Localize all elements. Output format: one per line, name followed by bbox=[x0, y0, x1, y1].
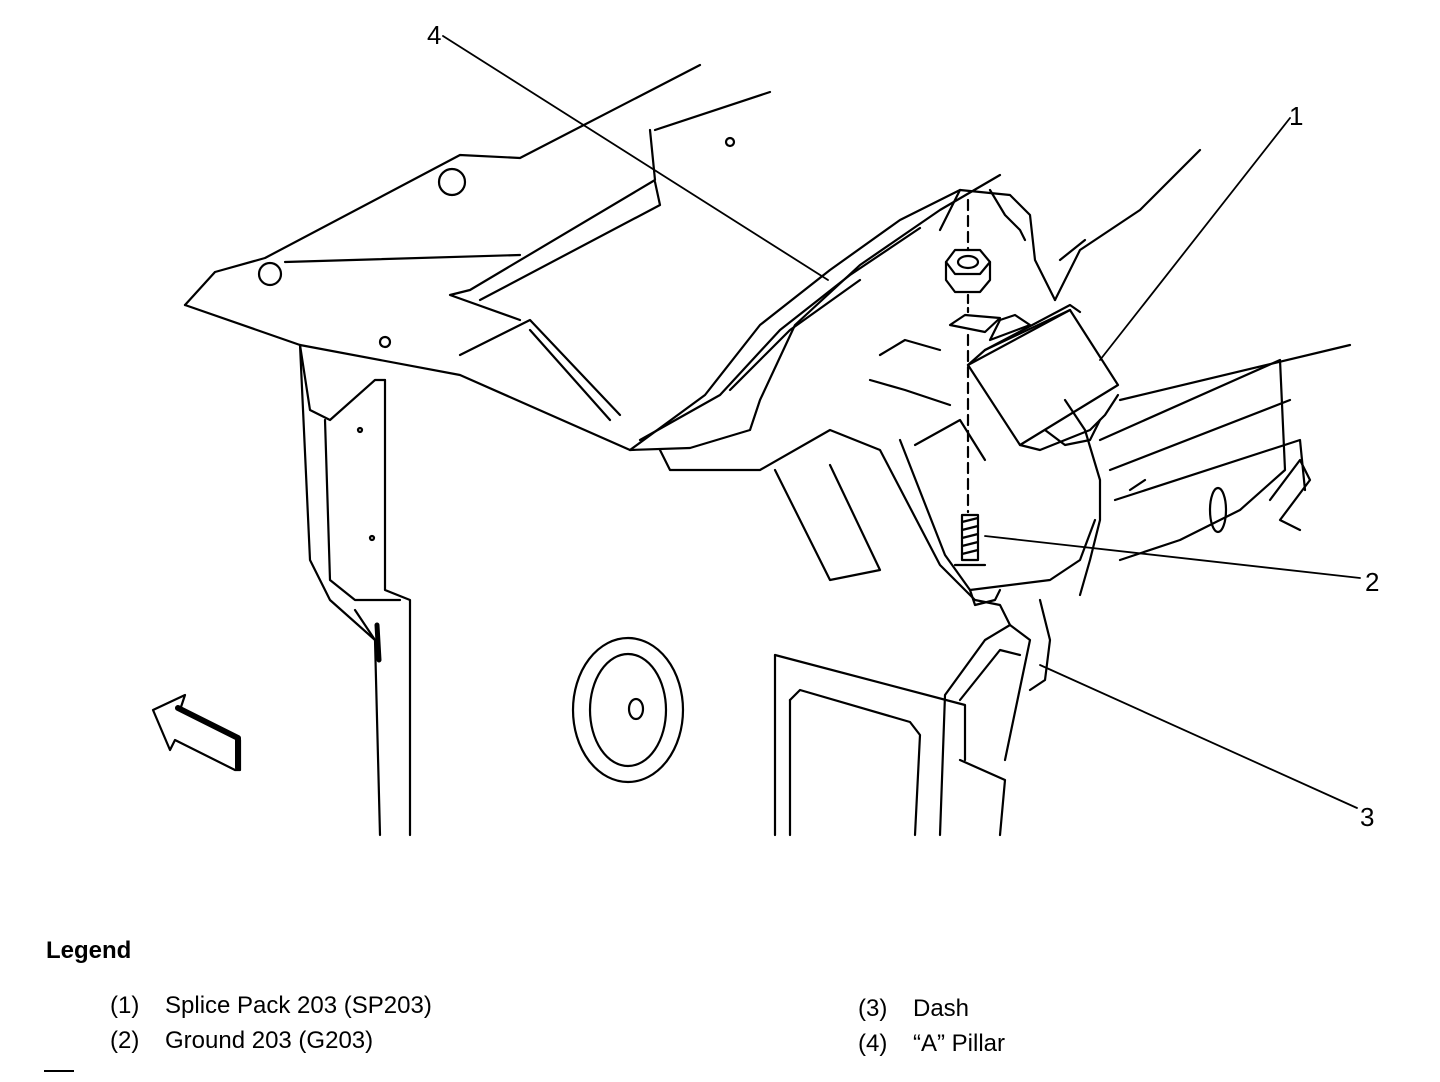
legend-label: “A” Pillar bbox=[913, 1030, 1006, 1057]
legend-item: (2) Ground 203 (G203) bbox=[110, 1027, 373, 1055]
callout-2: 2 bbox=[1365, 567, 1379, 597]
legend-label: Dash bbox=[913, 995, 970, 1022]
lower-dash-panel bbox=[571, 428, 1032, 837]
a-pillar-ground-illustration: 4 1 2 3 bbox=[151, 20, 1379, 837]
legend-item: (4) “A” Pillar bbox=[858, 1030, 1005, 1058]
callout-3: 3 bbox=[1360, 802, 1374, 832]
leader-lines bbox=[442, 35, 1361, 809]
legend-number: (4) bbox=[858, 1030, 888, 1057]
legend-number: (2) bbox=[110, 1027, 140, 1054]
dash-top-panel bbox=[183, 63, 1002, 452]
legend-number: (1) bbox=[110, 992, 140, 1019]
legend-item: (3) Dash bbox=[858, 995, 969, 1023]
left-bracket bbox=[298, 343, 412, 837]
legend-label: Splice Pack 203 (SP203) bbox=[165, 992, 432, 1019]
legend-title: Legend bbox=[46, 937, 132, 964]
legend-number: (3) bbox=[858, 995, 888, 1022]
a-pillar bbox=[868, 148, 1352, 692]
legend-item: (1) Splice Pack 203 (SP203) bbox=[110, 992, 432, 1020]
footer-rule bbox=[44, 1070, 74, 1072]
callout-1: 1 bbox=[1289, 101, 1303, 131]
splice-pack-connector bbox=[966, 303, 1120, 452]
callout-4: 4 bbox=[427, 20, 441, 50]
direction-arrow bbox=[151, 693, 242, 772]
legend-label: Ground 203 (G203) bbox=[165, 1027, 374, 1054]
ground-nut-and-stud bbox=[944, 198, 1002, 567]
